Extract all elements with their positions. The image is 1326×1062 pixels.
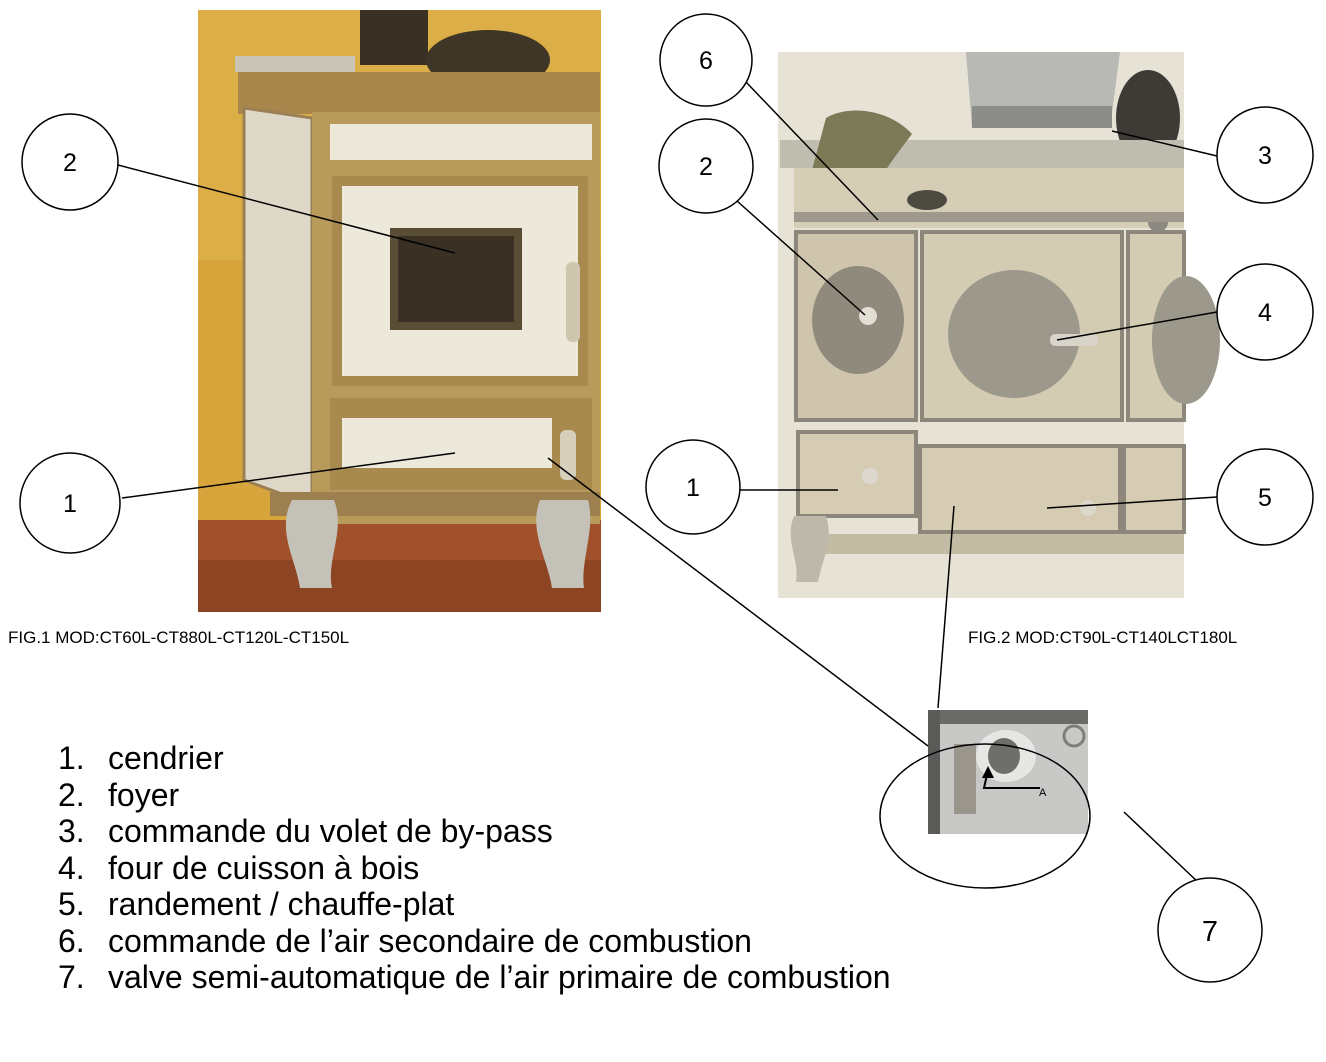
leader-fig1-1 — [121, 452, 456, 499]
legend-number: 3. — [58, 813, 85, 849]
leader-fig2-3 — [1111, 130, 1218, 157]
leader-fig1-to-detail — [547, 457, 929, 747]
legend-list: 1. cendrier 2. foyer 3. commande du volet d… — [58, 740, 891, 996]
legend-number: 6. — [58, 922, 85, 959]
leader-lines — [117, 81, 1218, 889]
legend-item: 4. four de cuisson à bois — [58, 850, 891, 887]
callout-fig2-4: 4 — [1216, 263, 1314, 361]
callout-label: 2 — [63, 149, 77, 177]
callout-fig2-6: 6 — [659, 13, 753, 107]
callout-label: 7 — [1202, 916, 1218, 948]
legend-number: 1. — [58, 740, 85, 776]
legend-text: commande du volet de by-pass — [108, 813, 553, 849]
fig2-caption: FIG.2 MOD:CT90L-CT140LCT180L — [968, 628, 1238, 647]
legend-text: commande de l’air secondaire de combusti… — [108, 922, 752, 959]
legend-text: four de cuisson à bois — [108, 849, 420, 886]
leader-fig2-to-detail — [937, 505, 955, 709]
callout-fig1-1: 1 — [19, 452, 121, 554]
leader-detail-7 — [1123, 811, 1201, 885]
legend-text: foyer — [108, 776, 180, 813]
legend-text: cendrier — [108, 740, 224, 776]
callout-fig2-5: 5 — [1216, 448, 1314, 546]
detail-photo: A — [928, 710, 1088, 834]
legend-item: 5. randement / chauffe-plat — [58, 886, 891, 923]
leader-fig2-5 — [1046, 496, 1218, 509]
callout-markers: 2 1 2 1 6 3 4 5 — [19, 13, 1314, 983]
legend-number: 4. — [58, 849, 85, 886]
callout-label: 2 — [699, 153, 713, 181]
callout-label: 5 — [1258, 484, 1272, 512]
legend-item: 3. commande du volet de by-pass — [58, 813, 891, 850]
callout-fig2-1: 1 — [645, 439, 741, 535]
leader-fig1-2 — [117, 164, 456, 254]
leader-fig2-6 — [745, 81, 879, 221]
legend-text: valve semi-automatique de l’air primaire… — [108, 959, 891, 995]
leader-fig2-4 — [1056, 311, 1218, 341]
detail-ellipse — [879, 743, 1091, 889]
legend-item: 1. cendrier — [58, 740, 891, 777]
legend-number: 2. — [58, 776, 85, 813]
leader-fig2-2 — [736, 200, 866, 316]
callout-label: 3 — [1258, 142, 1272, 170]
callout-label: 6 — [699, 47, 713, 75]
fig2-photo — [778, 52, 1220, 598]
detail-marker-a: A — [1039, 787, 1047, 799]
legend-number: 5. — [58, 886, 85, 922]
legend-item: 2. foyer — [58, 777, 891, 814]
callout-fig1-2: 2 — [21, 113, 119, 211]
callout-detail-7: 7 — [1157, 877, 1263, 983]
callout-fig2-2: 2 — [658, 118, 754, 214]
legend-text: randement / chauffe-plat — [108, 886, 455, 922]
legend-number: 7. — [58, 959, 85, 995]
legend-item: 6. commande de l’air secondaire de combus… — [58, 923, 891, 960]
callout-label: 4 — [1258, 299, 1272, 327]
callout-label: 1 — [63, 490, 77, 518]
callout-fig2-3: 3 — [1216, 106, 1314, 204]
legend-item: 7. valve semi-automatique de l’air primai… — [58, 959, 891, 996]
callout-label: 1 — [686, 474, 700, 502]
fig1-photo — [198, 10, 601, 612]
fig1-caption: FIG.1 MOD:CT60L-CT880L-CT120L-CT150L — [8, 628, 350, 647]
